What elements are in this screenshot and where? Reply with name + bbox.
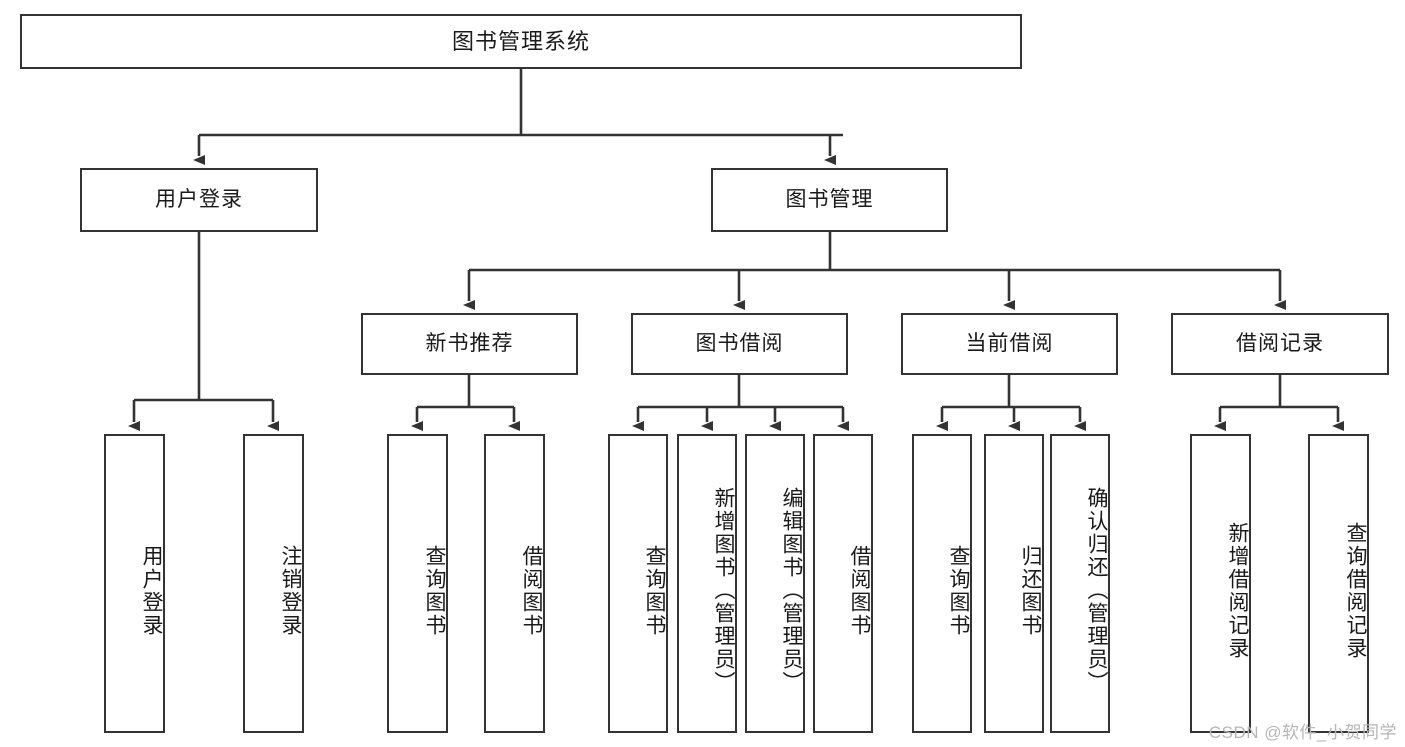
leaf-user-login[interactable]: 用户登录 xyxy=(104,434,165,733)
leaf-edit-book-admin[interactable]: 编辑图书（管理员） xyxy=(745,434,805,733)
leaf-query-book-recommend[interactable]: 查询图书 xyxy=(387,434,448,733)
leaf-add-book-admin[interactable]: 新增图书（管理员） xyxy=(677,434,737,733)
leaf-query-book-current[interactable]: 查询图书 xyxy=(912,434,972,733)
leaf-query-book-borrow[interactable]: 查询图书 xyxy=(608,434,668,733)
edges-new-book-to-leaves xyxy=(411,375,520,431)
edges-records-to-leaves xyxy=(1214,375,1344,431)
node-current-borrow[interactable]: 当前借阅 xyxy=(901,313,1118,375)
node-borrow-records[interactable]: 借阅记录 xyxy=(1171,313,1389,375)
node-book-management[interactable]: 图书管理 xyxy=(711,168,948,232)
csdn-watermark: CSDN @软件_小贺同学 xyxy=(1208,723,1397,742)
node-user-login[interactable]: 用户登录 xyxy=(80,168,318,232)
leaf-confirm-return-admin[interactable]: 确认归还（管理员） xyxy=(1050,434,1110,733)
node-root-system[interactable]: 图书管理系统 xyxy=(20,14,1022,69)
node-book-borrow[interactable]: 图书借阅 xyxy=(631,313,848,375)
edges-current-borrow-to-leaves xyxy=(936,375,1086,431)
edges-root-to-level1 xyxy=(193,69,843,165)
leaf-query-borrow-record[interactable]: 查询借阅记录 xyxy=(1308,434,1369,733)
edges-borrow-to-leaves xyxy=(632,375,849,431)
leaf-borrow-book[interactable]: 借阅图书 xyxy=(813,434,873,733)
leaf-return-book[interactable]: 归还图书 xyxy=(984,434,1044,733)
leaf-borrow-book-recommend[interactable]: 借阅图书 xyxy=(484,434,545,733)
node-new-book-recommend[interactable]: 新书推荐 xyxy=(361,313,578,375)
edges-user-login-to-leaves xyxy=(128,232,279,431)
leaf-logout-login[interactable]: 注销登录 xyxy=(243,434,304,733)
leaf-add-borrow-record[interactable]: 新增借阅记录 xyxy=(1190,434,1251,733)
edges-book-mgmt-to-level2 xyxy=(463,232,1286,310)
